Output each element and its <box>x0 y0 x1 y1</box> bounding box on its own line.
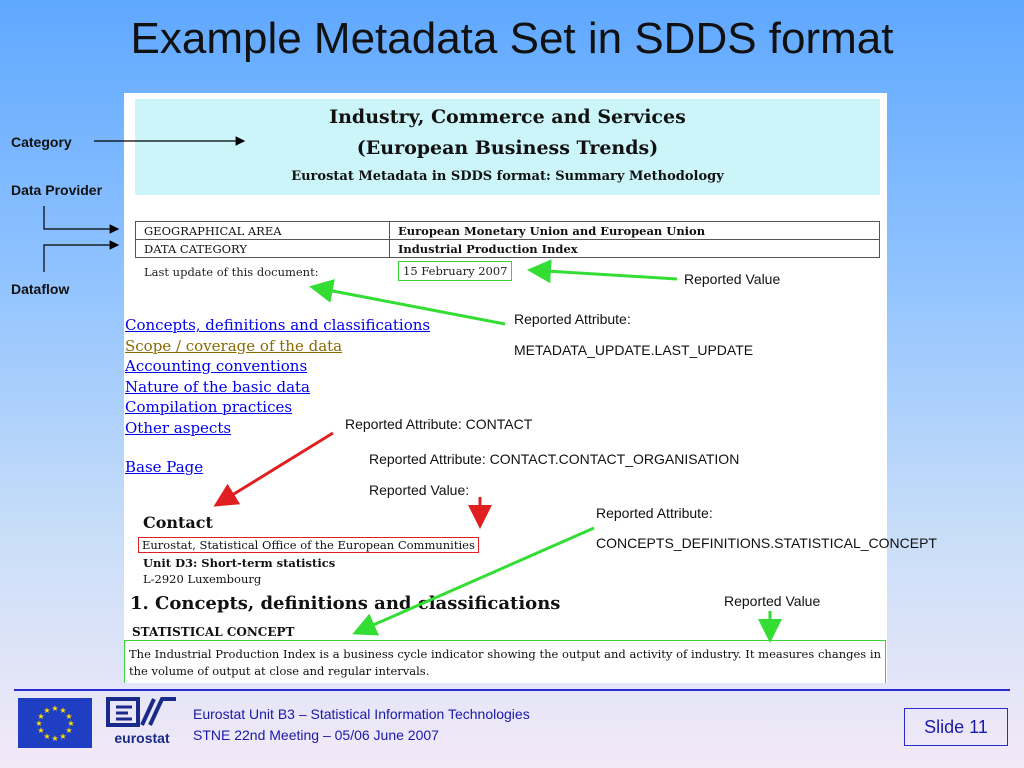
svg-text:★: ★ <box>59 706 66 715</box>
svg-text:★: ★ <box>51 704 58 713</box>
document-header: Industry, Commerce and Services (Europea… <box>135 99 880 195</box>
table-key: DATA CATEGORY <box>135 239 390 258</box>
reported-attribute-label: Reported Attribute: <box>514 311 631 327</box>
svg-text:★: ★ <box>67 719 74 728</box>
contact-organisation: Eurostat, Statistical Office of the Euro… <box>138 537 479 553</box>
table-row: GEOGRAPHICAL AREA European Monetary Unio… <box>135 221 880 240</box>
last-update-label: Last update of this document: <box>144 265 319 279</box>
statistical-concept-heading: STATISTICAL CONCEPT <box>132 625 295 639</box>
table-value: Industrial Production Index <box>389 239 880 258</box>
category-label: Category <box>11 134 72 150</box>
table-key: GEOGRAPHICAL AREA <box>135 221 390 240</box>
header-subtitle: Eurostat Metadata in SDDS format: Summar… <box>291 169 724 184</box>
eu-flag-icon: ★★★ ★★★ ★★★ ★★★ <box>18 698 92 748</box>
svg-text:★: ★ <box>37 712 44 721</box>
link-accounting[interactable]: Accounting conventions <box>125 357 308 375</box>
reported-value-label: Reported Value <box>684 271 781 287</box>
data-provider-label: Data Provider <box>11 182 103 198</box>
data-provider-arrow <box>43 206 120 234</box>
link-compilation[interactable]: Compilation practices <box>125 398 293 416</box>
reported-value-label: Reported Value: <box>369 482 470 498</box>
logo-text: eurostat <box>114 730 170 746</box>
header-title-line2: (European Business Trends) <box>356 137 659 159</box>
link-other[interactable]: Other aspects <box>125 418 232 437</box>
reported-attribute-label: Reported Attribute: <box>596 505 713 521</box>
svg-text:★: ★ <box>37 726 44 735</box>
link-concepts[interactable]: Concepts, definitions and classification… <box>125 316 431 334</box>
dataflow-label: Dataflow <box>11 281 70 297</box>
reported-attribute-name: METADATA_UPDATE.LAST_UPDATE <box>514 342 754 358</box>
link-nature[interactable]: Nature of the basic data <box>125 377 310 396</box>
footer-divider <box>14 689 1010 691</box>
reported-attribute-contact-org: Reported Attribute: CONTACT.CONTACT_ORGA… <box>369 451 740 467</box>
header-title-line1: Industry, Commerce and Services <box>329 106 686 128</box>
statistical-concept-text: The Industrial Production Index is a bus… <box>124 640 886 683</box>
link-scope[interactable]: Scope / coverage of the data <box>125 336 343 355</box>
section-heading: 1. Concepts, definitions and classificat… <box>130 593 561 614</box>
reported-attribute-name: CONCEPTS_DEFINITIONS.STATISTICAL_CONCEPT <box>596 535 937 551</box>
table-row: DATA CATEGORY Industrial Production Inde… <box>135 239 880 258</box>
reported-value-label: Reported Value <box>724 593 821 609</box>
footer-meeting: STNE 22nd Meeting – 05/06 June 2007 <box>193 727 439 743</box>
metadata-document: Industry, Commerce and Services (Europea… <box>124 93 887 683</box>
metadata-table: GEOGRAPHICAL AREA European Monetary Unio… <box>135 221 880 258</box>
svg-text:★: ★ <box>43 706 50 715</box>
svg-text:★: ★ <box>65 726 72 735</box>
svg-text:★: ★ <box>43 732 50 741</box>
last-update-value: 15 February 2007 <box>398 261 513 281</box>
svg-text:★: ★ <box>35 719 42 728</box>
svg-text:★: ★ <box>59 732 66 741</box>
slide-title: Example Metadata Set in SDDS format <box>130 14 894 63</box>
table-value: European Monetary Union and European Uni… <box>389 221 880 240</box>
contact-heading: Contact <box>143 513 213 532</box>
svg-text:★: ★ <box>51 734 58 743</box>
contact-address: L-2920 Luxembourg <box>143 572 262 586</box>
dataflow-arrow <box>43 240 120 272</box>
link-base-page[interactable]: Base Page <box>125 458 204 476</box>
reported-attribute-contact: Reported Attribute: CONTACT <box>345 416 533 432</box>
section-links: Concepts, definitions and classification… <box>125 315 430 438</box>
footer-unit: Eurostat Unit B3 – Statistical Informati… <box>193 706 530 722</box>
slide-number: Slide 11 <box>904 708 1008 746</box>
contact-unit: Unit D3: Short-term statistics <box>143 556 336 570</box>
eurostat-logo: eurostat <box>106 697 178 747</box>
svg-text:★: ★ <box>65 712 72 721</box>
